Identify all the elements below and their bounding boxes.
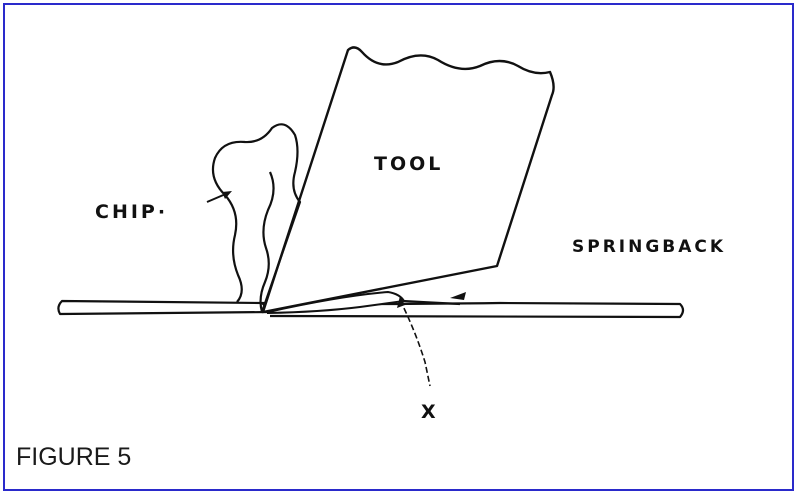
springback-arrow	[450, 292, 466, 300]
chip-label: CHIP·	[95, 201, 168, 223]
x-label: X	[421, 401, 439, 423]
chip-arrow	[206, 191, 232, 203]
tool-body	[261, 46, 555, 314]
springback-label: SPRINGBACK	[572, 237, 726, 257]
figure-caption: FIGURE 5	[16, 443, 132, 471]
tool-label: TOOL	[374, 153, 443, 175]
chip	[211, 123, 302, 314]
x-pointer	[397, 296, 431, 387]
